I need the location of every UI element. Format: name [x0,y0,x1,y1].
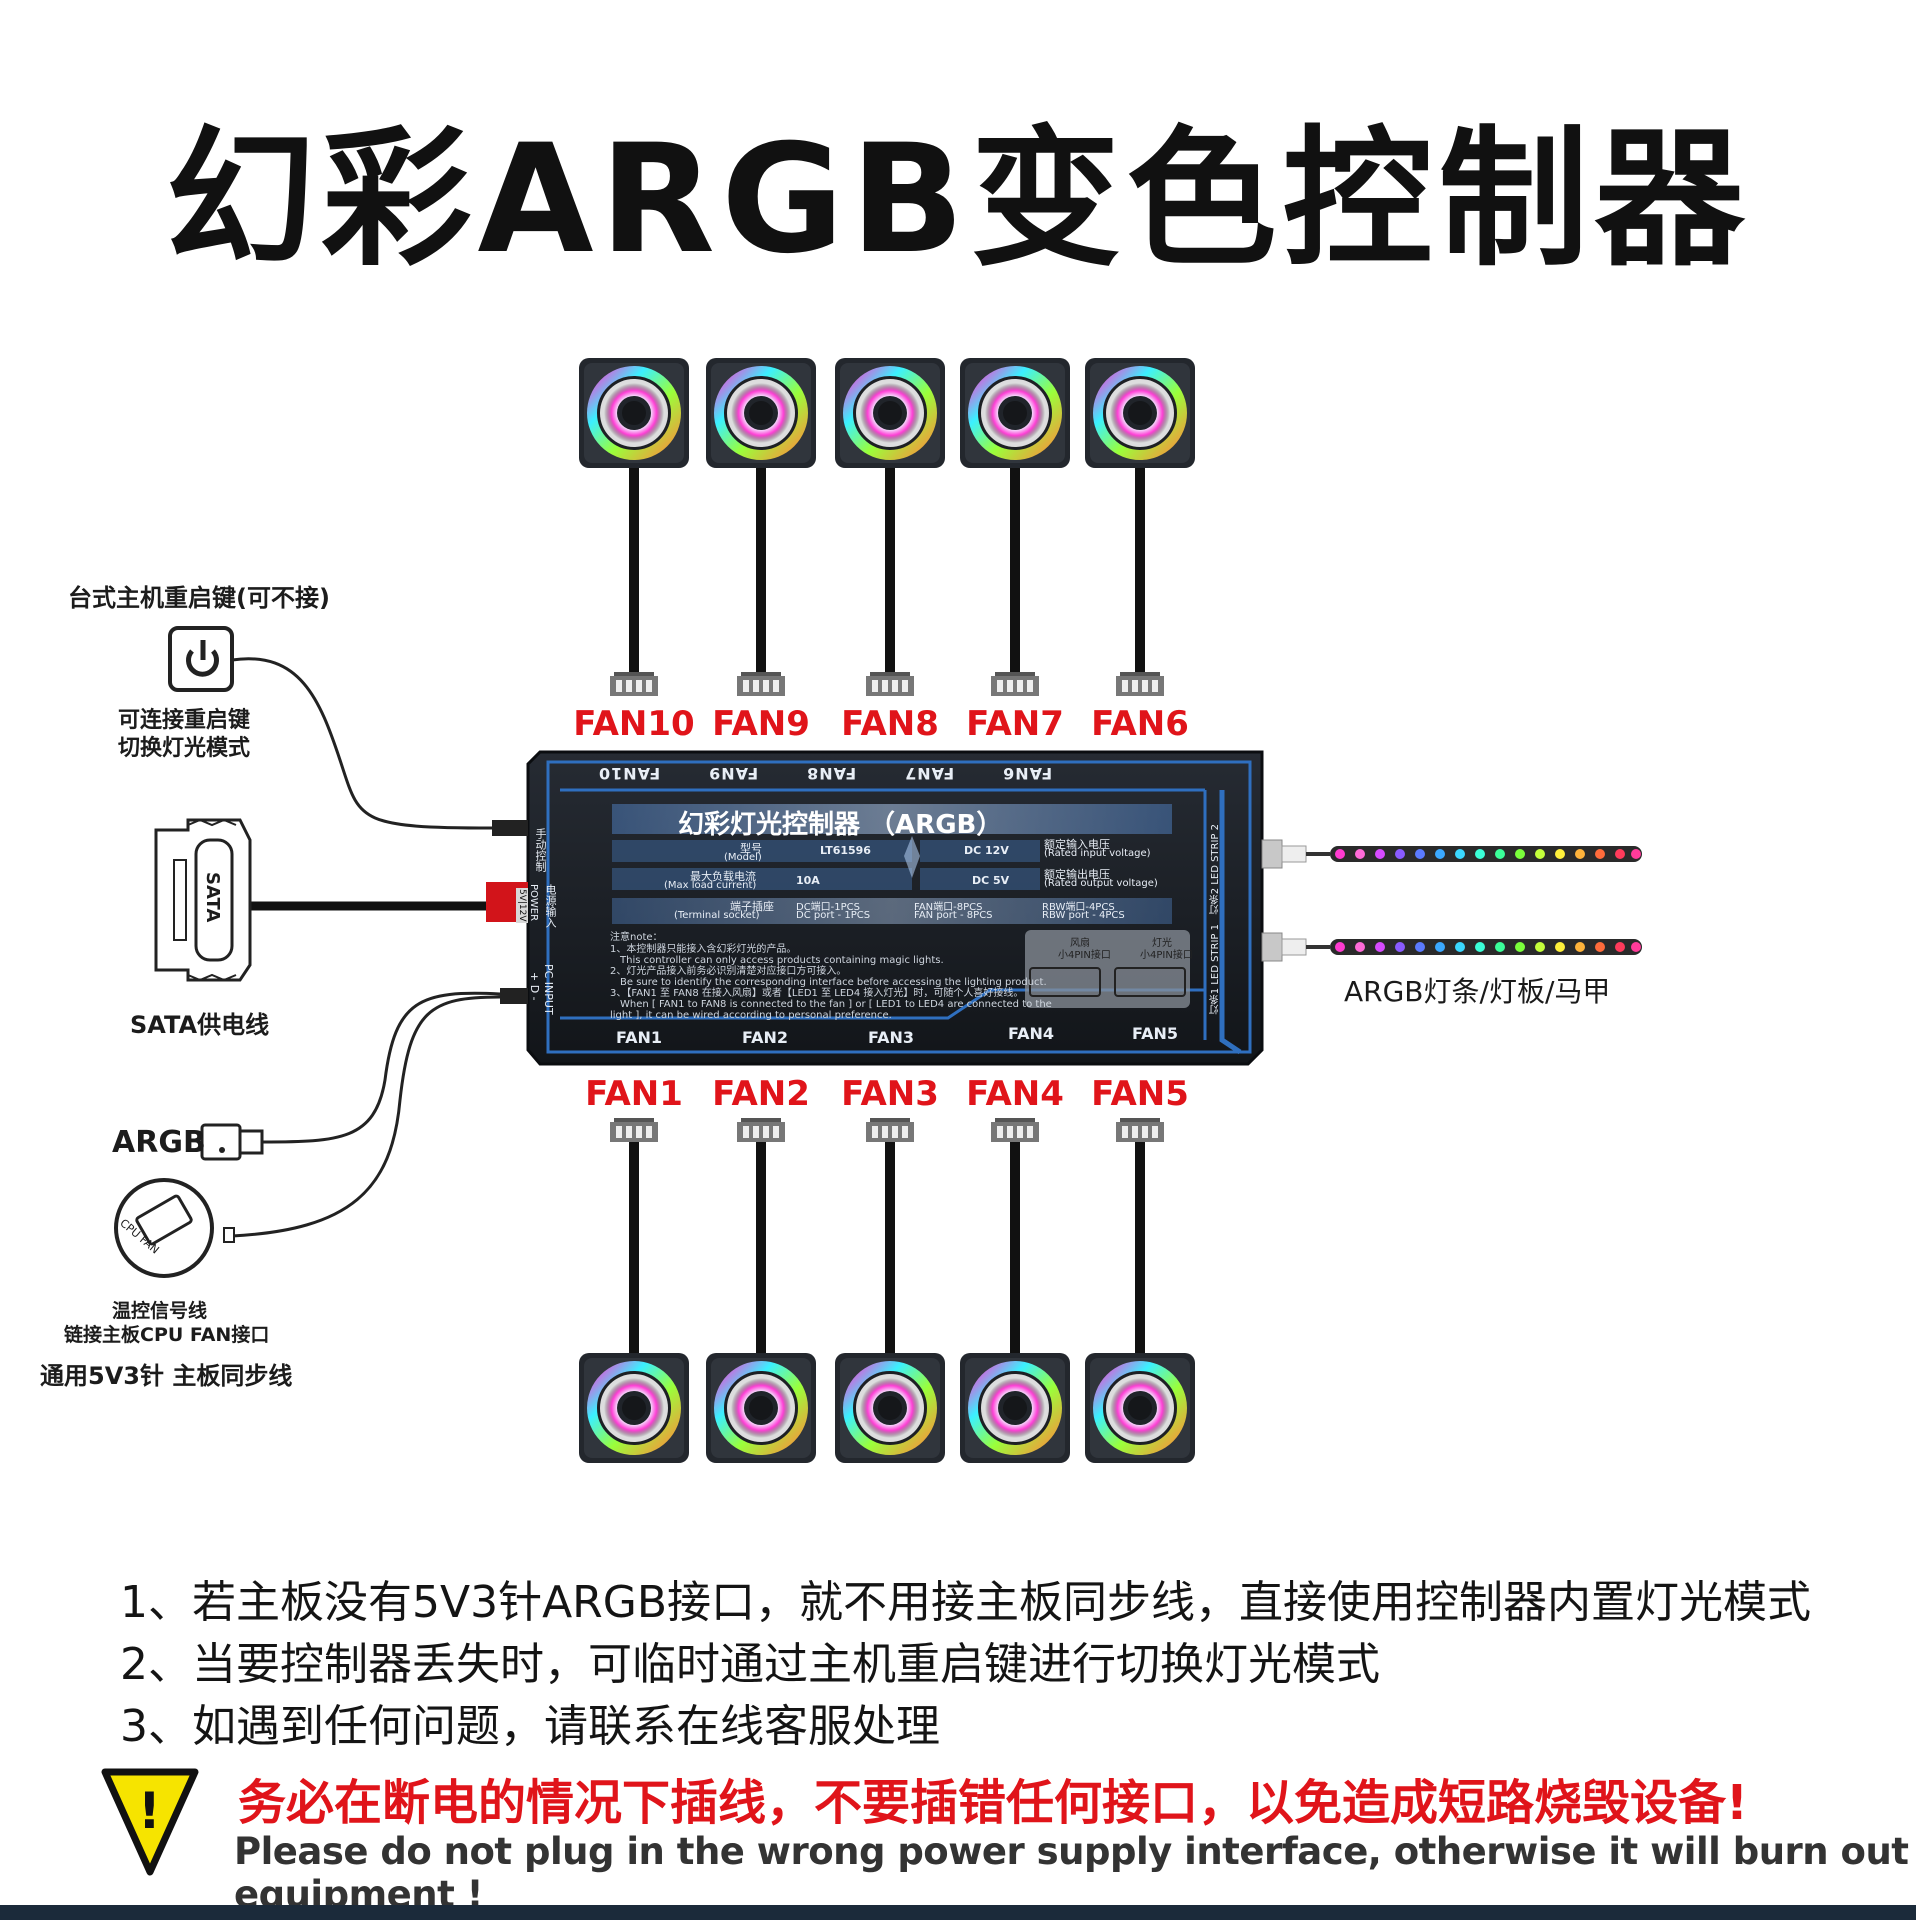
fan-label-top: FAN10 [573,704,695,744]
fan-label-bottom: FAN3 [841,1074,939,1114]
board-bottom-fan: FAN4 [1008,1024,1054,1043]
fan-label-top: FAN7 [966,704,1064,744]
board-title: 幻彩灯光控制器 （ARGB） [678,810,1003,840]
board-pins: + D - [528,972,541,1001]
board-rbw-port-cn: RBW端口-4PCS [1042,902,1115,913]
warning-en: Please do not plug in the wrong power su… [234,1830,1909,1916]
page-title: 幻彩ARGB变色控制器 [165,113,1751,287]
board-top-fan: FAN9 [708,764,759,783]
board-fan-port-en: FAN port - 8PCS [914,910,993,921]
board-socket-en: (Terminal socket) [674,910,760,921]
board-bottom-fan: FAN1 [616,1028,662,1047]
board-power-en: POWER [528,884,539,922]
board-socket-cn: 端子插座 [730,900,774,913]
board-top-fan: FAN6 [1002,764,1053,783]
note-line: 1、若主板没有5V3针ARGB接口，就不用接主板同步线，直接使用控制器内置灯光模… [120,1577,1812,1628]
fan-label-top: FAN8 [841,704,939,744]
board-bottom-fan: FAN2 [742,1028,788,1047]
cpu-fan-icon [114,1178,235,1278]
board-note-line: light ], it can be wired according to pe… [610,1010,892,1021]
board-top-strip: FAN6 FAN7 FAN8 FAN9 FAN10 [598,764,1052,783]
board-top-fan: FAN10 [598,764,661,783]
board-load-en: (Max load current) [664,880,757,891]
led-strips [1306,846,1642,955]
board-dc-port-cn: DC端口-1PCS [796,902,861,913]
argb-plug-icon [200,1123,264,1161]
top-fan-group [579,358,1195,696]
restart-title: 台式主机重启键(可不接) [68,584,330,612]
fan-label-top: FAN9 [712,704,810,744]
board-dc-port-en: DC port - 1PCS [796,910,871,921]
left-wiring [231,657,501,1238]
board-rbw-port-en: RBW port - 4PCS [1042,910,1125,921]
argb-strip-label: ARGB灯条/灯板/马甲 [1344,975,1611,1008]
board-bottom-fan: FAN3 [868,1028,914,1047]
board-top-fan: FAN8 [806,764,857,783]
board-top-fan: FAN7 [904,764,955,783]
board-bottom-fan: FAN5 [1132,1024,1178,1043]
controller-board-shape [486,750,1307,1066]
board-model-value: LT61596 [820,844,871,857]
board-in-cn: 额定输入电压 [1044,838,1110,851]
board-model-cn: 型号 [740,842,762,855]
fan-label-bottom: FAN4 [966,1074,1064,1114]
controller-board: FAN6 FAN7 FAN8 FAN9 FAN10 幻彩灯光控制器 （ARGB）… [516,752,1262,1064]
board-note-line: 1、本控制器只能接入含幻彩灯光的产品。 [610,944,797,955]
sync-label: 通用5V3针 主板同步线 [40,1362,293,1390]
warning-triangle-icon [101,1768,199,1876]
board-model-en: (Model) [724,852,762,863]
board-in-en: (Rated input voltage) [1044,848,1151,859]
board-manual-ctrl: 手动控制 [534,828,547,872]
board-note-line: Be sure to identify the corresponding in… [620,977,1047,988]
fan-label-top: FAN6 [1091,704,1189,744]
argb-label: ARGB [112,1125,206,1160]
sata-connector-icon [154,818,252,982]
board-note-line: 2、灯光产品接入前务必识别清楚对应接口方可接入。 [610,966,847,977]
note-line: 2、当要控制器丢失时，可临时通过主机重启键进行切换灯光模式 [120,1639,1380,1690]
board-strip2-label: 灯条2 LED STRIP 2 [1210,824,1221,915]
board-fan-box-label: 风扇 [1070,938,1090,949]
board-fan-port-cn: FAN端口-8PCS [914,902,983,913]
board-light-box-label: 灯光 [1152,938,1172,949]
board-out-cn: 额定输出电压 [1044,868,1110,881]
board-in-value: DC 12V [964,844,1009,857]
bottom-fan-group [579,1118,1195,1463]
board-fan-box-label2: 小4PIN接口 [1058,950,1111,961]
board-load-value: 10A [796,874,820,887]
board-voltage-tag: 5V|12V [516,888,528,923]
warning-mark: ! [138,1782,161,1840]
board-out-value: DC 5V [972,874,1010,887]
temp-label: 链接主板CPU FAN接口 [64,1324,270,1346]
bottom-divider [0,1905,1916,1920]
board-strip1-label: 灯条1 LED STRIP 1 [1210,924,1221,1015]
board-note-line: When [ FAN1 to FAN8 is connected to the … [620,999,1052,1010]
sata-connector-text: SATA [202,872,223,923]
temp-label: 温控信号线 [112,1300,208,1322]
note-line: 3、如遇到任何问题，请联系在线客服处理 [120,1701,940,1752]
fan-label-bottom: FAN5 [1091,1074,1189,1114]
restart-desc: 可连接重启键 [118,708,251,733]
board-power-cn: 电源输入 [544,884,557,928]
board-pc-input: PC INPUT [542,964,555,1015]
fan-label-bottom: FAN1 [585,1074,683,1114]
board-load-cn: 最大负载电流 [690,870,756,883]
sata-label: SATA供电线 [130,1011,270,1039]
board-light-box-label2: 小4PIN接口 [1140,950,1193,961]
board-note-line: This controller can only access products… [620,955,944,966]
fan-label-bottom: FAN2 [712,1074,810,1114]
board-note-title: 注意note： [610,932,663,943]
restart-desc: 切换灯光模式 [118,736,251,761]
warning-cn: 务必在断电的情况下插线，不要插错任何接口，以免造成短路烧毁设备! [238,1775,1748,1831]
board-note-line: 3、【FAN1 至 FAN8 在接入风扇】或者【LED1 至 LED4 接入灯光… [610,988,1024,999]
restart-button-icon [168,626,234,692]
board-out-en: (Rated output voltage) [1044,878,1158,889]
